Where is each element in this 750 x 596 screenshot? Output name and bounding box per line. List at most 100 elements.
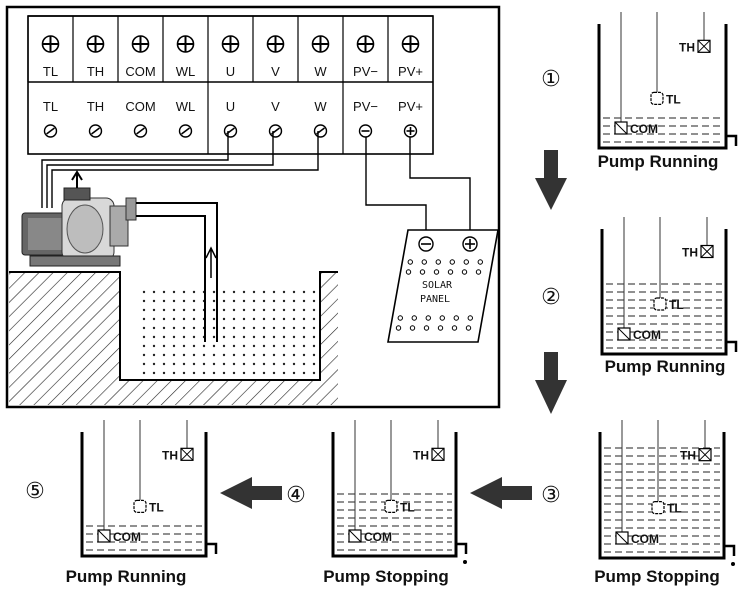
controller-terminal-block: TL TH COM WL U V W PV− PV+ TL TH COM WL U V W PV− PV+ [27,15,434,155]
solar-panel-label-1: SOLAR [422,280,453,291]
th-sensor-label: TH [162,448,178,462]
tl-sensor-label: TL [669,298,684,312]
th-sensor-icon [698,448,712,462]
arrow-down-1 [535,150,567,210]
tl-sensor-icon [650,91,664,106]
tank-step-5: COM TL TH [80,420,218,558]
terminal-label-top: U [226,64,235,79]
terminal-label-top: TH [87,64,104,79]
terminal-label-top: COM [125,64,155,79]
step-caption-5: Pump Running [66,567,187,586]
tank-step-2: COM TL TH [600,217,738,356]
com-sensor-icon [617,327,631,341]
terminal-label-bottom: TL [43,99,58,114]
terminal-label-top: W [314,64,327,79]
th-sensor-label: TH [413,448,429,462]
step-caption-3: Pump Stopping [594,567,720,586]
tl-sensor-label: TL [149,500,164,514]
terminal-label-top: WL [176,64,196,79]
terminal-screw-icon [221,35,240,53]
th-sensor-label: TH [680,449,696,463]
wiring-frame [5,5,501,409]
terminal-label-top: V [271,64,280,79]
tl-sensor-icon [384,499,398,513]
com-sensor-label: COM [113,530,141,544]
terminal-label-bottom: V [271,99,280,114]
terminal-label-top: PV− [353,64,378,79]
flow-arrows [220,150,567,509]
th-sensor-label: TH [679,40,695,54]
solar-wires [365,137,471,236]
arrow-left-3 [470,477,532,509]
wiring-diagram: TL TH COM WL U V W PV− PV+ TL TH COM WL U V W PV− PV+ SO… [5,5,501,409]
terminal-label-bottom: U [226,99,235,114]
terminal-screw-icon [88,124,103,138]
com-sensor-icon [348,529,362,543]
terminal-screw-icon [313,124,328,138]
step-caption-4: Pump Stopping [323,567,449,586]
well-water [140,290,318,378]
terminal-screw-icon [178,124,193,138]
motor-wires [41,131,319,208]
terminal-label-bottom: PV+ [398,99,423,114]
terminal-screw-icon [311,35,330,53]
step-caption-1: Pump Running [598,152,719,171]
intake-pipe [136,202,218,342]
terminal-label-bottom: WL [176,99,196,114]
step-number-4: ④ [286,482,306,507]
com-sensor-icon [97,529,111,543]
step-number-1: ① [541,66,561,91]
tl-sensor-label: TL [667,502,682,516]
terminal-screw-icon [358,124,373,138]
com-sensor-icon [615,531,629,545]
tl-sensor-icon [653,297,667,311]
tank-step-1: COM TL TH [597,12,738,150]
step-caption-2: Pump Running [605,357,726,376]
terminal-label-top: PV+ [398,64,423,79]
step-number-3: ③ [541,482,561,507]
tank-step-4: COM TL TH [331,420,468,564]
terminal-screw-icon [41,35,60,53]
terminal-screw-icon [86,35,105,53]
outlet-arrow [71,170,83,188]
terminal-label-bottom: W [314,99,327,114]
terminal-screw-icon [223,124,238,138]
th-sensor-icon [697,39,711,53]
arrow-down-2 [535,352,567,414]
terminal-label-bottom: TH [87,99,104,114]
terminal-screw-icon [43,124,58,138]
solar-panel-label-2: PANEL [420,294,450,305]
terminal-label-bottom: COM [125,99,155,114]
terminal-screw-icon [133,124,148,138]
com-sensor-label: COM [631,532,659,546]
terminal-screw-icon [268,124,283,138]
terminal-screw-icon [176,35,195,53]
terminal-label-top: TL [43,64,58,79]
com-sensor-icon [614,121,628,135]
th-sensor-icon [431,447,445,461]
tl-sensor-label: TL [666,92,681,106]
ground-and-well [9,271,338,405]
pump-unit [21,170,137,267]
terminal-screw-icon [403,124,418,138]
tank-step-3: COM TL TH [598,420,736,566]
terminal-screw-icon [266,35,285,53]
th-sensor-icon [180,447,194,461]
com-sensor-label: COM [633,328,661,342]
step-number-2: ② [541,284,561,309]
step-number-5: ⑤ [25,478,45,503]
tl-sensor-label: TL [400,500,415,514]
intake-arrow [205,246,217,278]
th-sensor-icon [700,244,714,259]
tl-sensor-icon [133,499,147,513]
terminal-screw-icon [401,35,420,53]
terminal-label-bottom: PV− [353,99,378,114]
com-sensor-label: COM [364,530,392,544]
arrow-left-4 [220,477,282,509]
terminal-screw-icon [131,35,150,53]
com-sensor-label: COM [630,122,658,136]
tl-sensor-icon [651,501,665,515]
solar-panel: SOLAR PANEL [387,229,499,343]
th-sensor-label: TH [682,246,698,260]
